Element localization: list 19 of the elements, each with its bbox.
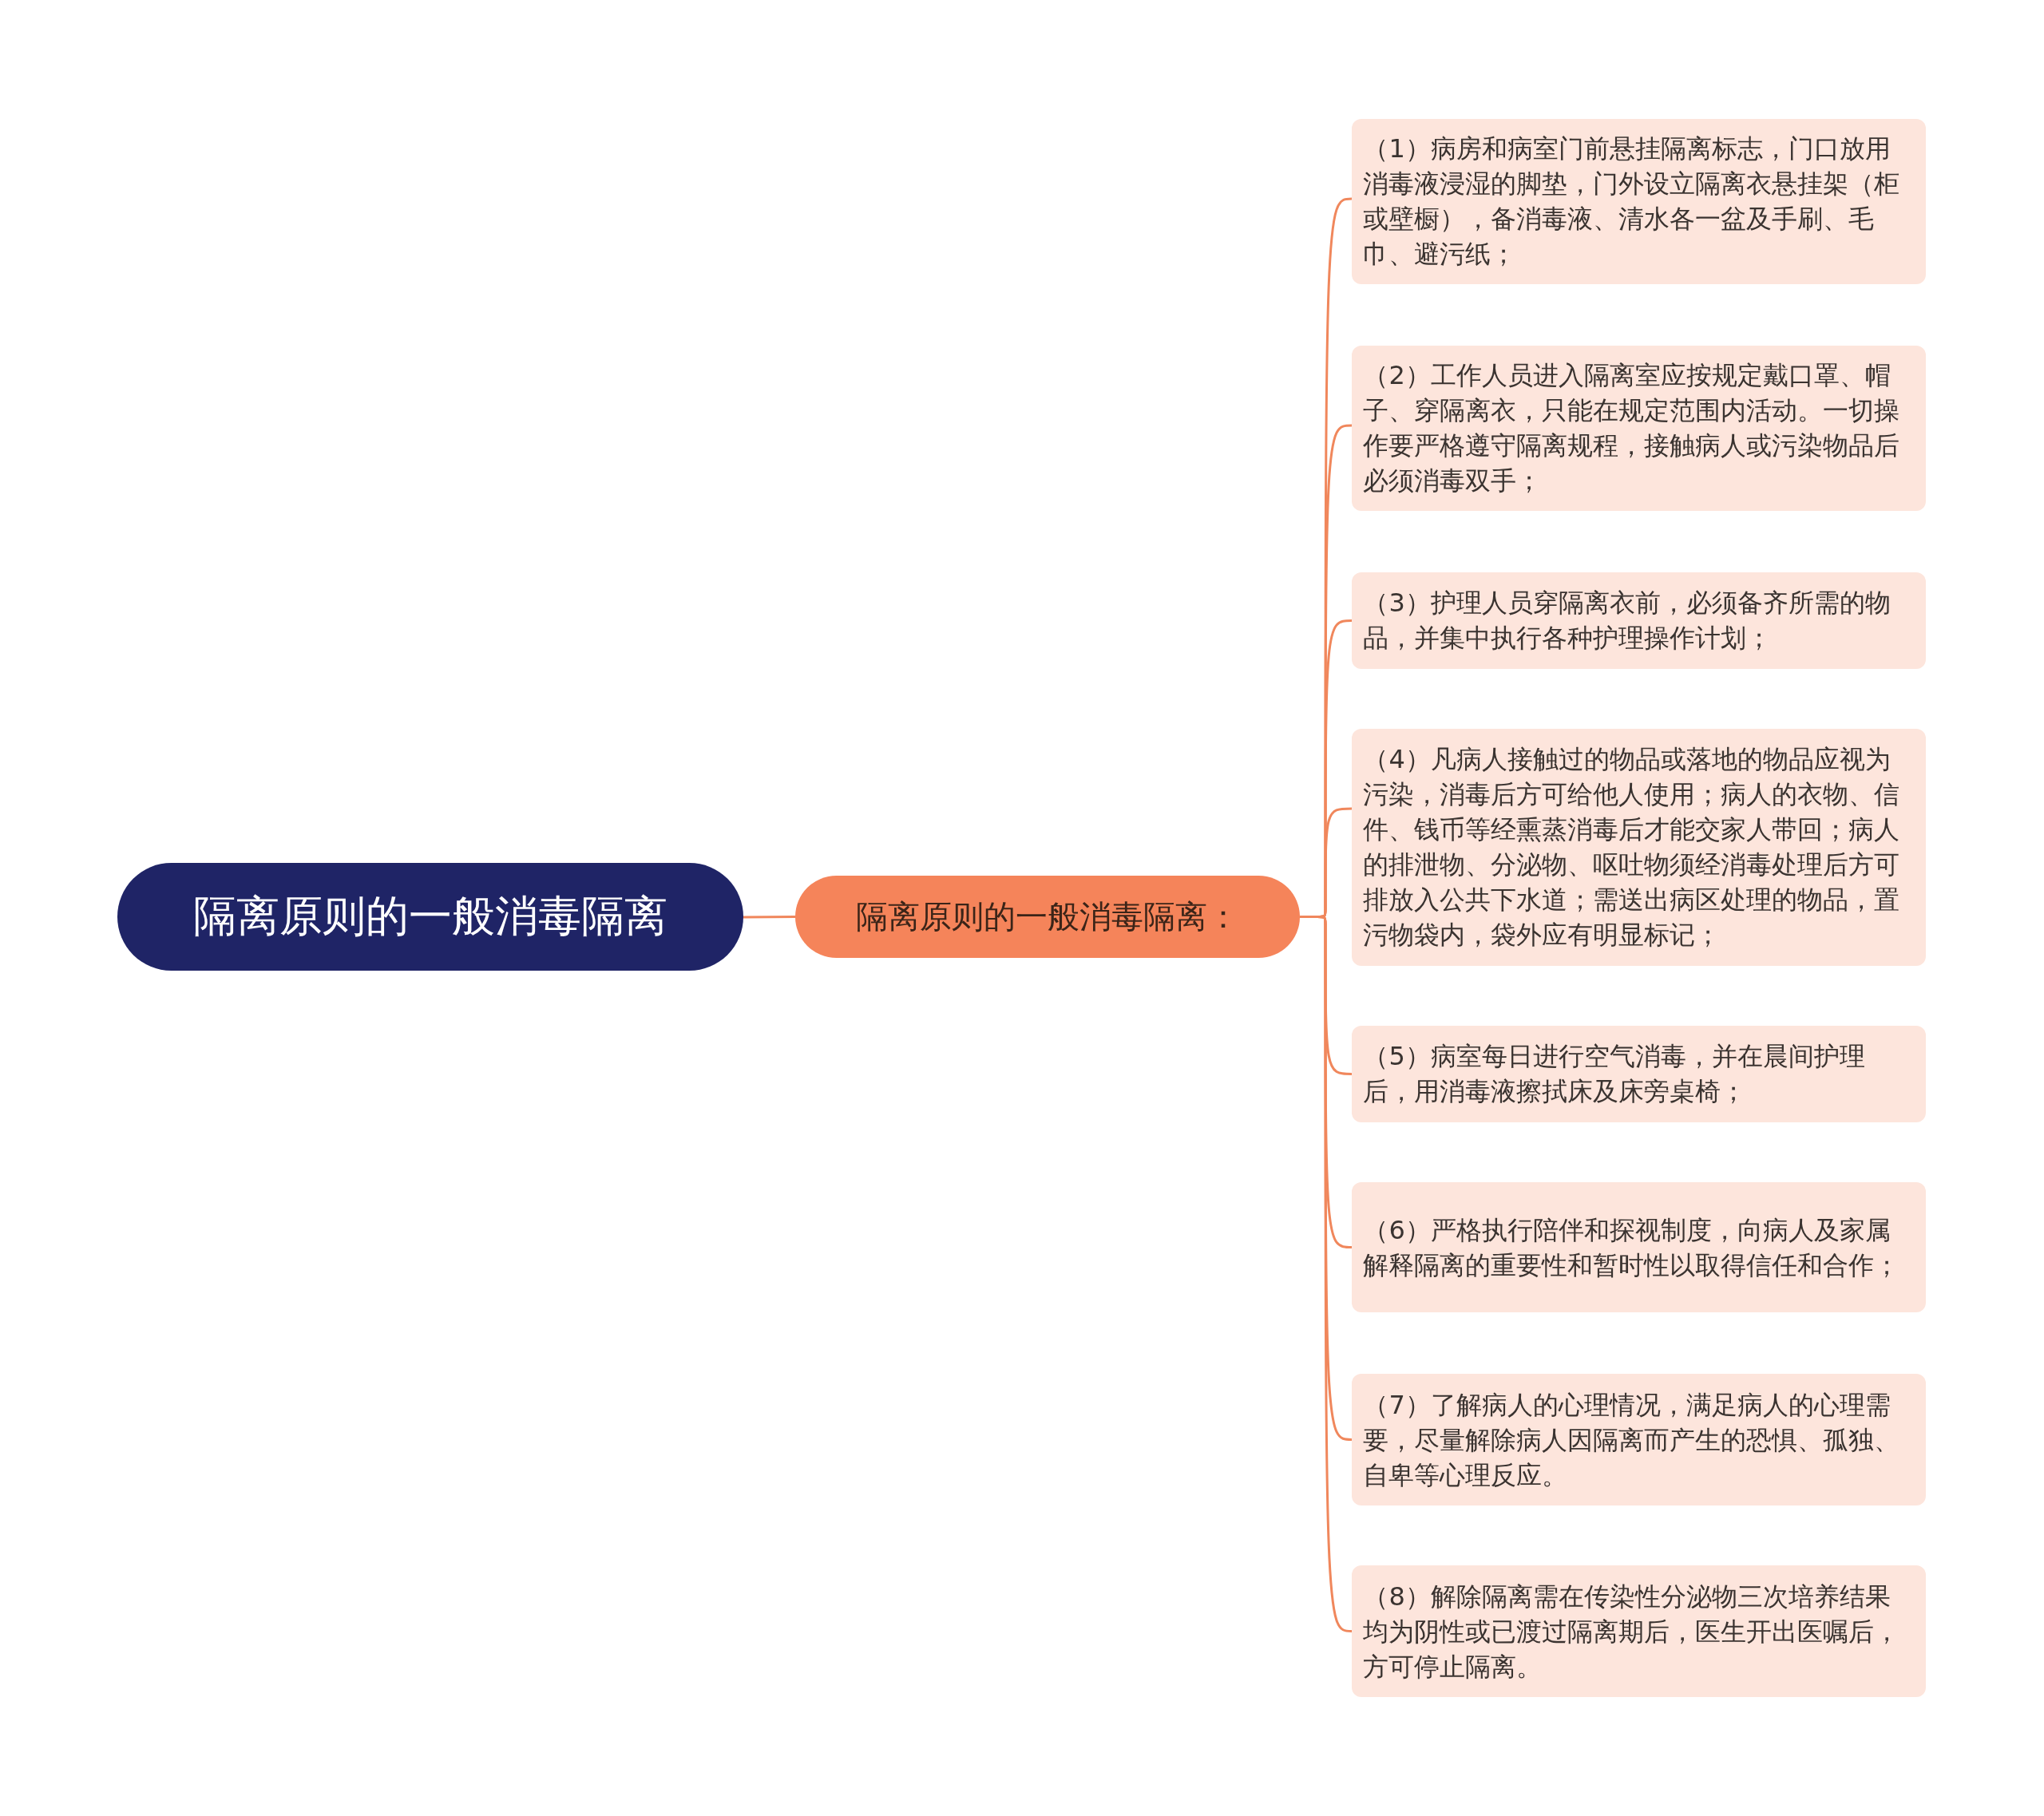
connector-line	[743, 916, 795, 919]
topic-card	[1352, 1374, 1926, 1506]
topic-card	[1352, 1026, 1926, 1122]
topic-card	[1352, 1182, 1926, 1313]
topic-text: （3）护理人员穿隔离衣前，必须备齐所需的物品，并集中执行各种护理操作计划；	[1363, 587, 1891, 655]
topic-text: （2）工作人员进入隔离室应按规定戴口罩、帽子、穿隔离衣，只能在规定范围内活动。一切操作要严格遵守隔离规程，接触病人或污染物品后必须消毒双手；	[1363, 359, 1901, 498]
topic-card	[1352, 1565, 1926, 1698]
topic-text: （4）凡病人接触过的物品或落地的物品应视为污染，消毒后方可给他人使用；病人的衣物、信件、钱币等经熏蒸消毒后才能交家人带回；病人的排泄物、分泌物、呕吐物须经消毒处理后方可排放入公共下水道；需送出病区处理的物品，置污物袋内，袋外应有明显标记；	[1363, 743, 1901, 952]
topic-card	[1352, 572, 1926, 669]
topic-card	[1352, 118, 1926, 284]
topic-text: （7）了解病人的心理情况，满足病人的心理需要，尽量解除病人因隔离而产生的恐惧、孤独、自卑等心理反应。	[1363, 1388, 1901, 1492]
topic-text: （5）病室每日进行空气消毒，并在晨间护理后，用消毒液擦拭床及床旁桌椅；	[1363, 1040, 1866, 1109]
topic-text: （1）病房和病室门前悬挂隔离标志，门口放用消毒液浸湿的脚垫，门外设立隔离衣悬挂架（柜或壁橱），备消毒液、清水各一盆及手刷、毛巾、避污纸；	[1363, 133, 1901, 271]
topic-text: （8）解除隔离需在传染性分泌物三次培养结果均为阴性或已渡过隔离期后，医生开出医嘱后，方可停止隔离。	[1363, 1580, 1901, 1683]
topic-text: 隔离原则的一般消毒隔离：	[856, 897, 1240, 937]
topic-text: 隔离原则的一般消毒隔离	[192, 890, 667, 944]
topic-card	[1352, 728, 1926, 967]
topic-card	[1352, 345, 1926, 512]
topic-text: （6）严格执行陪伴和探视制度，向病人及家属解释隔离的重要性和暂时性以取得信任和合作；	[1363, 1213, 1901, 1282]
